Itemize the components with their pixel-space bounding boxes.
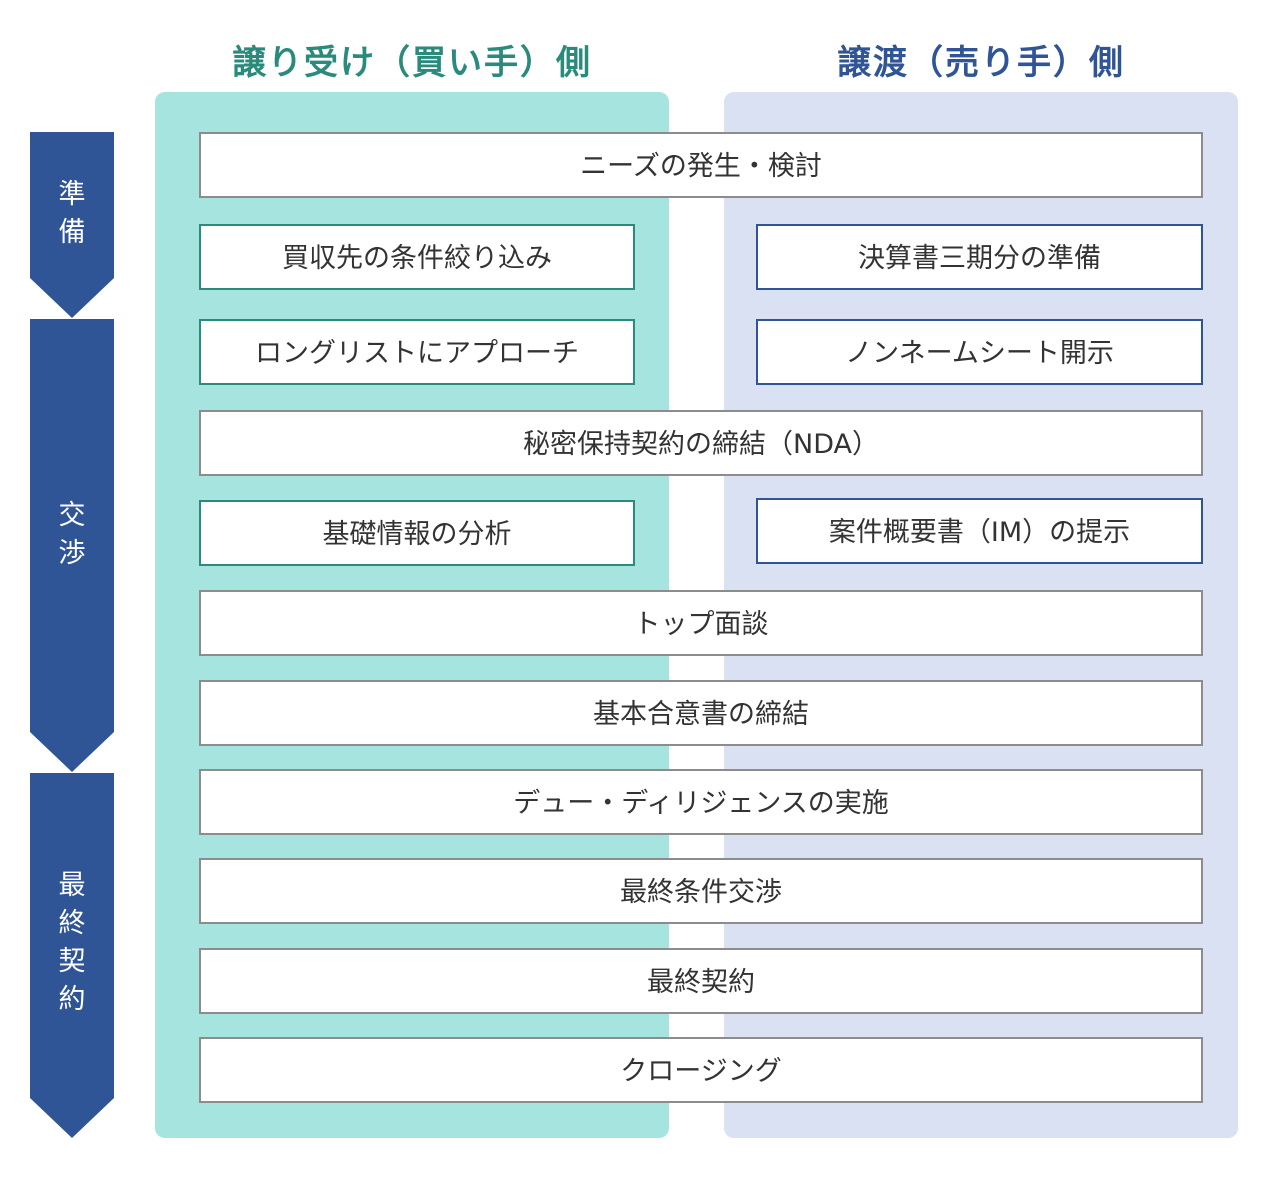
- step-buyer-analysis: 基礎情報の分析: [199, 500, 635, 566]
- step-final-negotiation: 最終条件交渉: [199, 858, 1203, 924]
- step-seller-nonname-sheet: ノンネームシート開示: [756, 319, 1203, 385]
- step-closing: クロージング: [199, 1037, 1203, 1103]
- phase-label-negotiation: 交 渉: [58, 500, 86, 569]
- step-nda: 秘密保持契約の締結（NDA）: [199, 410, 1203, 476]
- step-top-meeting: トップ面談: [199, 590, 1203, 656]
- phase-arrow-preparation: 準 備: [30, 132, 114, 318]
- step-needs: ニーズの発生・検討: [199, 132, 1203, 198]
- step-buyer-longlist: ロングリストにアプローチ: [199, 319, 635, 385]
- seller-side-header: 譲渡（売り手）側: [837, 43, 1125, 83]
- step-due-diligence: デュー・ディリジェンスの実施: [199, 769, 1203, 835]
- step-seller-im: 案件概要書（IM）の提示: [756, 498, 1203, 564]
- step-final-contract: 最終契約: [199, 948, 1203, 1014]
- phase-arrow-final-contract: 最 終 契 約: [30, 773, 114, 1138]
- phase-label-final-contract: 最 終 契 約: [58, 870, 86, 1015]
- buyer-side-header: 譲り受け（買い手）側: [232, 43, 592, 83]
- step-loi: 基本合意書の締結: [199, 680, 1203, 746]
- step-buyer-narrow-targets: 買収先の条件絞り込み: [199, 224, 635, 290]
- phase-arrow-negotiation: 交 渉: [30, 319, 114, 772]
- phase-label-preparation: 準 備: [58, 179, 86, 248]
- step-seller-financials: 決算書三期分の準備: [756, 224, 1203, 290]
